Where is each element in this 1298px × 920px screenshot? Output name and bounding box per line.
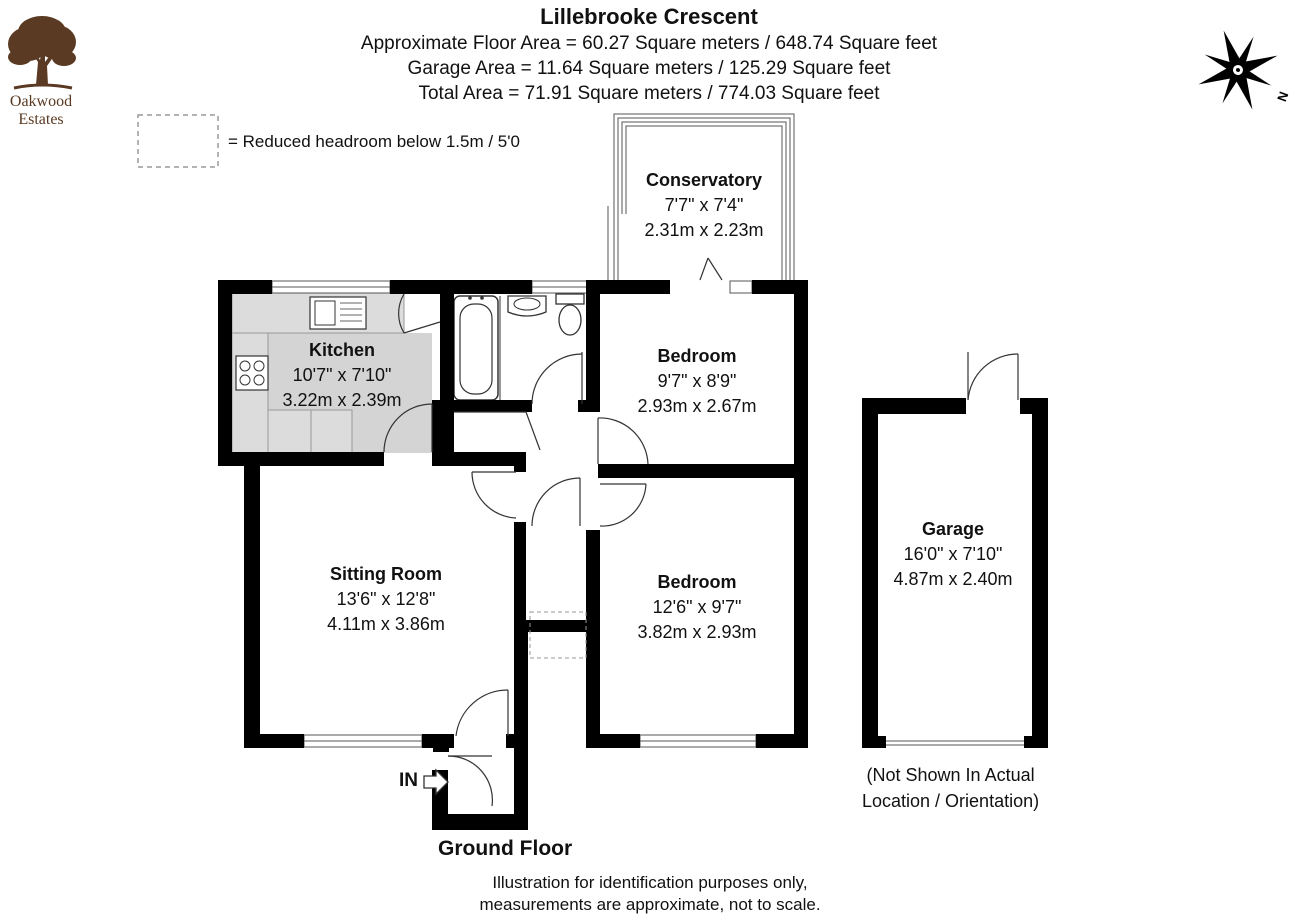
toilet-icon — [555, 293, 585, 336]
room-metric: 3.82m x 2.93m — [637, 622, 757, 642]
floor-area-text: Approximate Floor Area = 60.27 Square me… — [360, 33, 938, 54]
total-area-text: Total Area = 71.91 Square meters / 774.0… — [418, 83, 880, 104]
room-name: Bedroom — [657, 346, 737, 366]
room-imperial: 12'6" x 9'7" — [652, 597, 742, 617]
disclaimer-line1: Illustration for identification purposes… — [492, 873, 808, 892]
reduced-headroom-legend-box — [137, 114, 219, 168]
hob-icon — [235, 355, 269, 391]
room-name: Garage — [921, 519, 985, 539]
oak-tree-logo-icon — [8, 16, 76, 90]
sink-icon — [309, 296, 367, 330]
room-name: Bedroom — [657, 572, 737, 592]
compass-icon — [1198, 30, 1278, 110]
room-label-garage: Garage 16'0" x 7'10" 4.87m x 2.40m — [893, 517, 1012, 592]
bathtub-icon — [453, 295, 499, 401]
property-title: Lillebrooke Crescent — [540, 4, 758, 29]
garage-note-line1: (Not Shown In Actual — [866, 765, 1035, 785]
garage-area-text: Garage Area = 11.64 Square meters / 125.… — [407, 58, 891, 79]
room-metric: 2.93m x 2.67m — [637, 396, 757, 416]
room-imperial: 13'6" x 12'8" — [336, 589, 436, 609]
understairs-reduced-headroom — [529, 611, 587, 659]
room-name: Conservatory — [645, 170, 763, 190]
windows — [271, 280, 757, 748]
room-metric: 2.31m x 2.23m — [644, 220, 764, 240]
conservatory-glazing — [607, 113, 795, 282]
basin-icon — [507, 295, 547, 317]
room-name: Kitchen — [308, 340, 375, 360]
entrance-label: IN — [399, 770, 418, 791]
logo-text-line2: Estates — [18, 111, 64, 128]
legend-text: = Reduced headroom below 1.5m / 5'0 — [228, 132, 520, 151]
room-metric: 3.22m x 2.39m — [282, 390, 402, 410]
room-label-kitchen: Kitchen 10'7" x 7'10" 3.22m x 2.39m — [282, 338, 401, 413]
garage-note-line2: Location / Orientation) — [862, 791, 1040, 811]
room-imperial: 10'7" x 7'10" — [292, 365, 392, 385]
logo-text-line1: Oakwood — [9, 93, 73, 110]
room-metric: 4.87m x 2.40m — [893, 569, 1013, 589]
floor-label: Ground Floor — [438, 837, 573, 860]
room-label-bedroom-1: Bedroom 9'7" x 8'9" 2.93m x 2.67m — [637, 344, 756, 419]
disclaimer-line2: measurements are approximate, not to sca… — [479, 895, 821, 914]
room-imperial: 7'7" x 7'4" — [664, 195, 744, 215]
entrance-arrow-icon — [423, 768, 449, 796]
room-imperial: 16'0" x 7'10" — [903, 544, 1003, 564]
room-imperial: 9'7" x 8'9" — [657, 371, 737, 391]
room-metric: 4.11m x 3.86m — [327, 614, 445, 634]
room-label-conservatory: Conservatory 7'7" x 7'4" 2.31m x 2.23m — [644, 168, 763, 243]
door-swings — [383, 257, 1019, 807]
room-label-sitting-room: Sitting Room 13'6" x 12'8" 4.11m x 3.86m — [327, 562, 445, 637]
room-label-bedroom-2: Bedroom 12'6" x 9'7" 3.82m x 2.93m — [637, 570, 756, 645]
room-name: Sitting Room — [330, 564, 442, 584]
garage-location-note: (Not Shown In Actual Location / Orientat… — [862, 762, 1039, 814]
